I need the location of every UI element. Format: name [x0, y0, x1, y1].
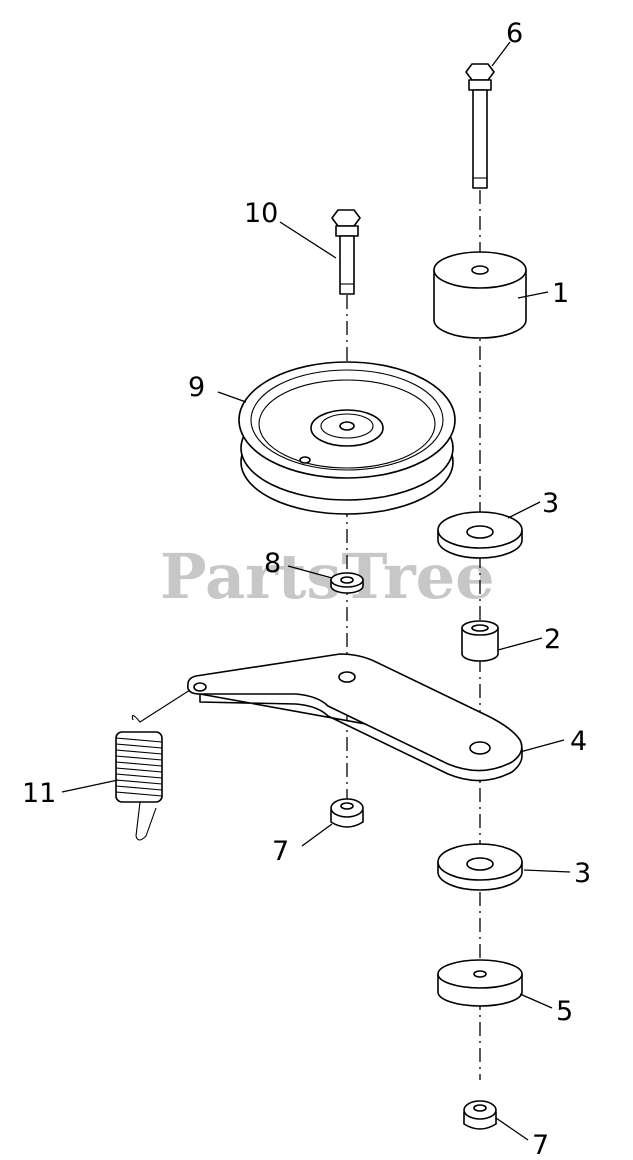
callout-9: 9 — [188, 372, 205, 403]
callout-7-left: 7 — [272, 836, 289, 867]
idler-arm-part-4[interactable] — [186, 653, 523, 782]
flange-nut-part-7-bottom[interactable] — [463, 1100, 497, 1130]
callout-2: 2 — [544, 624, 561, 655]
washer-part-3-upper[interactable] — [437, 511, 523, 559]
small-washer-part-8[interactable] — [330, 572, 364, 594]
callout-11: 11 — [22, 778, 56, 809]
callout-5: 5 — [556, 996, 573, 1027]
bolt-part-10[interactable] — [331, 209, 361, 295]
callout-3-lower: 3 — [574, 858, 591, 889]
washer-part-3-lower[interactable] — [437, 843, 523, 891]
callout-10: 10 — [244, 198, 278, 229]
callout-8: 8 — [264, 548, 281, 579]
callout-1: 1 — [552, 278, 569, 309]
callout-4: 4 — [570, 726, 587, 757]
idler-pulley-part-9[interactable] — [238, 361, 456, 515]
callout-7-bottom: 7 — [532, 1130, 549, 1160]
bushing-part-2[interactable] — [461, 620, 499, 662]
flange-nut-part-7-left[interactable] — [330, 798, 364, 828]
callout-6: 6 — [506, 18, 523, 49]
callout-3-upper: 3 — [542, 488, 559, 519]
bolt-part-6[interactable] — [465, 63, 495, 189]
extension-spring-part-11[interactable] — [115, 689, 191, 841]
spacer-washer-part-5[interactable] — [437, 959, 523, 1007]
spacer-part-1[interactable] — [433, 251, 527, 339]
spring-coils — [115, 737, 163, 797]
leader-lines — [61, 41, 571, 1141]
